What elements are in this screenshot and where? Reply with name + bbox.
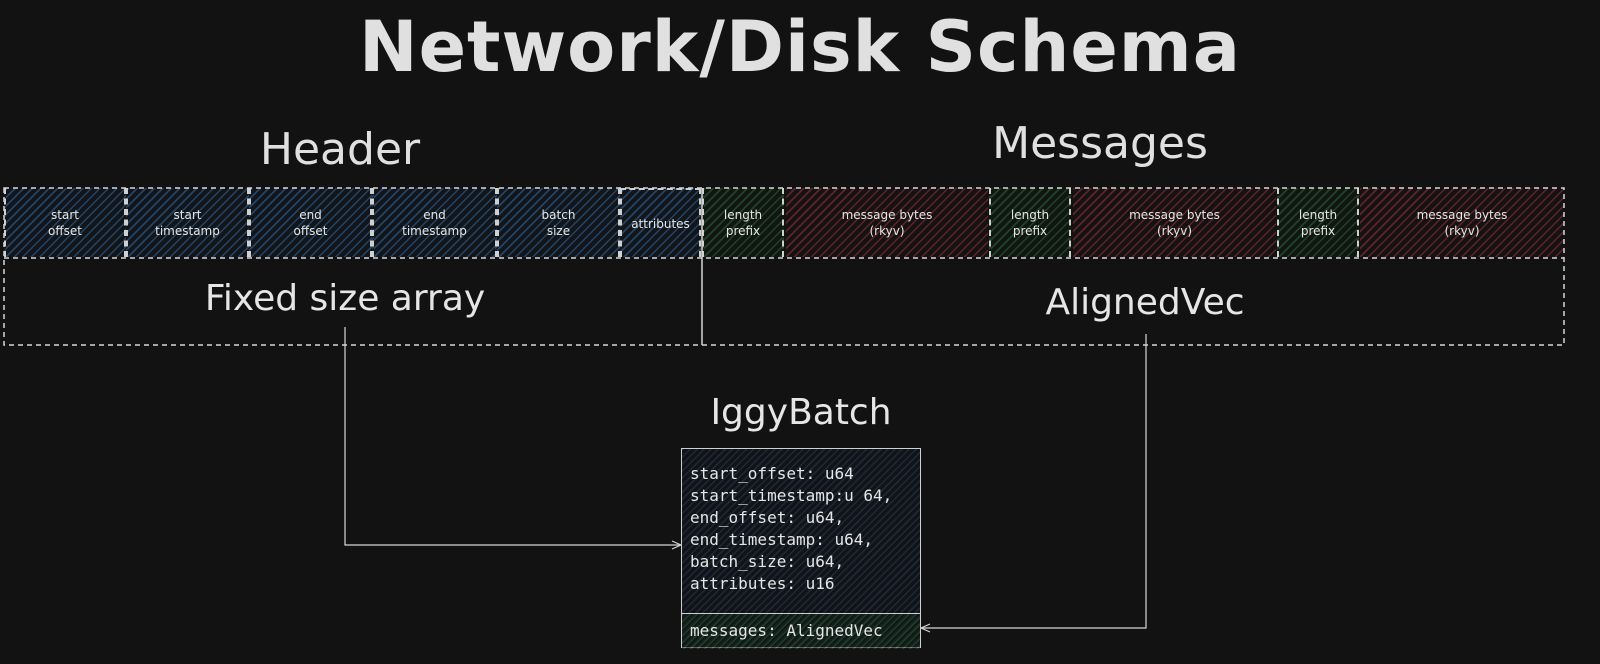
messages-section-title: Messages bbox=[992, 118, 1208, 169]
struct-field-messages: messages: AlignedVec bbox=[682, 613, 920, 649]
header-section-title: Header bbox=[259, 124, 421, 175]
outer-dashed-frame bbox=[3, 187, 1565, 346]
struct-field-start-timestamp: start_timestamp:u 64, bbox=[690, 486, 893, 505]
message-bytes-1: message bytes (rkyv) bbox=[786, 188, 988, 257]
arrow-head-alignedvec bbox=[919, 623, 931, 633]
message-bytes-3: message bytes (rkyv) bbox=[1360, 188, 1564, 257]
message-bytes-2: message bytes (rkyv) bbox=[1073, 188, 1276, 257]
message-length-prefix-3: length prefix bbox=[1277, 188, 1359, 257]
header-cell-batch-size: batch size bbox=[497, 188, 620, 257]
arrow-fixed-array-to-struct bbox=[344, 327, 680, 546]
message-length-prefix-1: length prefix bbox=[702, 188, 784, 257]
struct-field-end-offset: end_offset: u64, bbox=[690, 508, 845, 527]
alignedvec-label: AlignedVec bbox=[1045, 282, 1245, 323]
header-cell-end-offset: end offset bbox=[249, 188, 372, 257]
iggybatch-title: IggyBatch bbox=[710, 392, 892, 433]
struct-field-batch-size: batch_size: u64, bbox=[690, 552, 845, 571]
struct-field-attributes: attributes: u16 bbox=[690, 574, 835, 593]
header-cell-end-timestamp: end timestamp bbox=[372, 188, 497, 257]
iggybatch-struct-box: start_offset: u64 start_timestamp:u 64, … bbox=[681, 448, 921, 649]
header-cell-start-timestamp: start timestamp bbox=[126, 188, 249, 257]
header-cell-attributes: attributes bbox=[620, 188, 701, 257]
arrow-alignedvec-to-struct bbox=[922, 334, 1147, 629]
struct-fields: start_offset: u64 start_timestamp:u 64, … bbox=[690, 463, 892, 595]
diagram-title: Network/Disk Schema bbox=[358, 6, 1241, 88]
header-cell-start-offset: start offset bbox=[4, 188, 126, 257]
struct-field-start-offset: start_offset: u64 bbox=[690, 464, 854, 483]
message-length-prefix-2: length prefix bbox=[989, 188, 1071, 257]
fixed-size-array-label: Fixed size array bbox=[204, 278, 486, 319]
struct-field-end-timestamp: end_timestamp: u64, bbox=[690, 530, 874, 549]
